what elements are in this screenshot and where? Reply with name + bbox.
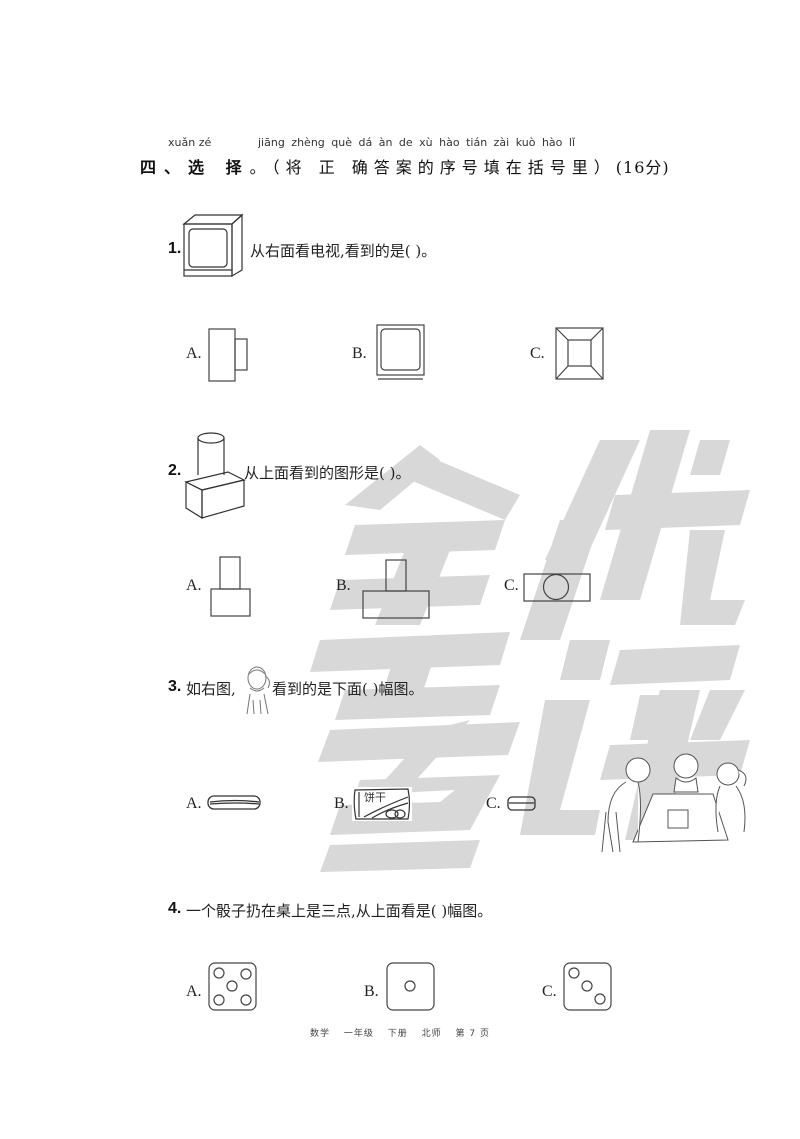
pencil-box-side-short-icon [507, 796, 536, 811]
tv-front-view-icon [376, 324, 425, 380]
q1-option-b-label: B. [352, 345, 367, 362]
dice-three-icon [563, 962, 612, 1011]
footer-page: 第 7 页 [455, 1029, 490, 1039]
q2-option-c-label: C. [504, 577, 519, 594]
section-title: 选 择 [188, 158, 250, 177]
q2-text: 从上面看到的图形是( )。 [244, 464, 411, 482]
small-rect-on-rect-icon [210, 556, 251, 617]
pencil-box-label: 饼干 [364, 791, 386, 804]
tv-back-view-icon [555, 327, 604, 380]
section-heading: 四、选 择。（将 正 确答案的序号填在括号里）(16分) [140, 154, 670, 178]
q4-option-a-label: A. [186, 983, 202, 1000]
girl-icon [246, 666, 270, 715]
footer-grade: 一年级 [343, 1029, 374, 1039]
circle-in-rect-icon [523, 573, 591, 602]
q2-number: 2. [168, 462, 182, 479]
footer-edition: 北师 [421, 1029, 442, 1039]
q1-text: 从右面看电视,看到的是( )。 [250, 242, 437, 260]
footer-subject: 数学 [309, 1029, 330, 1039]
q3-text-before: 如右图, [186, 680, 236, 698]
pencil-box-top-figure: 饼干 [352, 787, 412, 821]
section-number: 四、 [140, 158, 189, 177]
tv-icon [182, 213, 244, 278]
pinyin-instruction: jiāng zhèng què dá àn de xù hào tián zài… [258, 136, 576, 149]
q4-option-b-label: B. [364, 983, 379, 1000]
dice-five-icon [208, 962, 257, 1011]
pinyin-xuanze: xuǎn zé [168, 136, 212, 149]
page-footer: 数学 一年级 下册 北师 第 7 页 [0, 1026, 800, 1039]
section-title-period: 。 [249, 158, 272, 177]
q2-option-a-label: A. [186, 577, 202, 594]
q1-number: 1. [168, 240, 182, 257]
pencil-box-top-icon [353, 788, 411, 820]
q4-text: 一个骰子扔在桌上是三点,从上面看是( )幅图。 [186, 902, 493, 920]
q4-option-c-label: C. [542, 983, 557, 1000]
pencil-box-side-long-icon [207, 795, 261, 810]
q3-option-a-label: A. [186, 795, 202, 812]
small-rect-on-wide-rect-icon [362, 559, 430, 619]
footer-volume: 下册 [387, 1029, 408, 1039]
q2-option-b-label: B. [336, 577, 351, 594]
q1-option-c-label: C. [530, 345, 545, 362]
q3-option-b-label: B. [334, 795, 349, 812]
cylinder-on-box-icon [184, 432, 246, 520]
section-instruction: （将 正 确答案的序号填在括号里） [271, 158, 616, 177]
section-points: (16分) [615, 158, 670, 177]
q3-number: 3. [168, 678, 182, 695]
q3-text-after: 看到的是下面( )幅图。 [272, 680, 424, 698]
tv-side-view-icon [208, 328, 248, 382]
q1-option-a-label: A. [186, 345, 202, 362]
q3-option-c-label: C. [486, 795, 501, 812]
q4-number: 4. [168, 900, 182, 917]
dice-one-icon [386, 962, 435, 1011]
children-at-table-illustration [601, 753, 747, 853]
